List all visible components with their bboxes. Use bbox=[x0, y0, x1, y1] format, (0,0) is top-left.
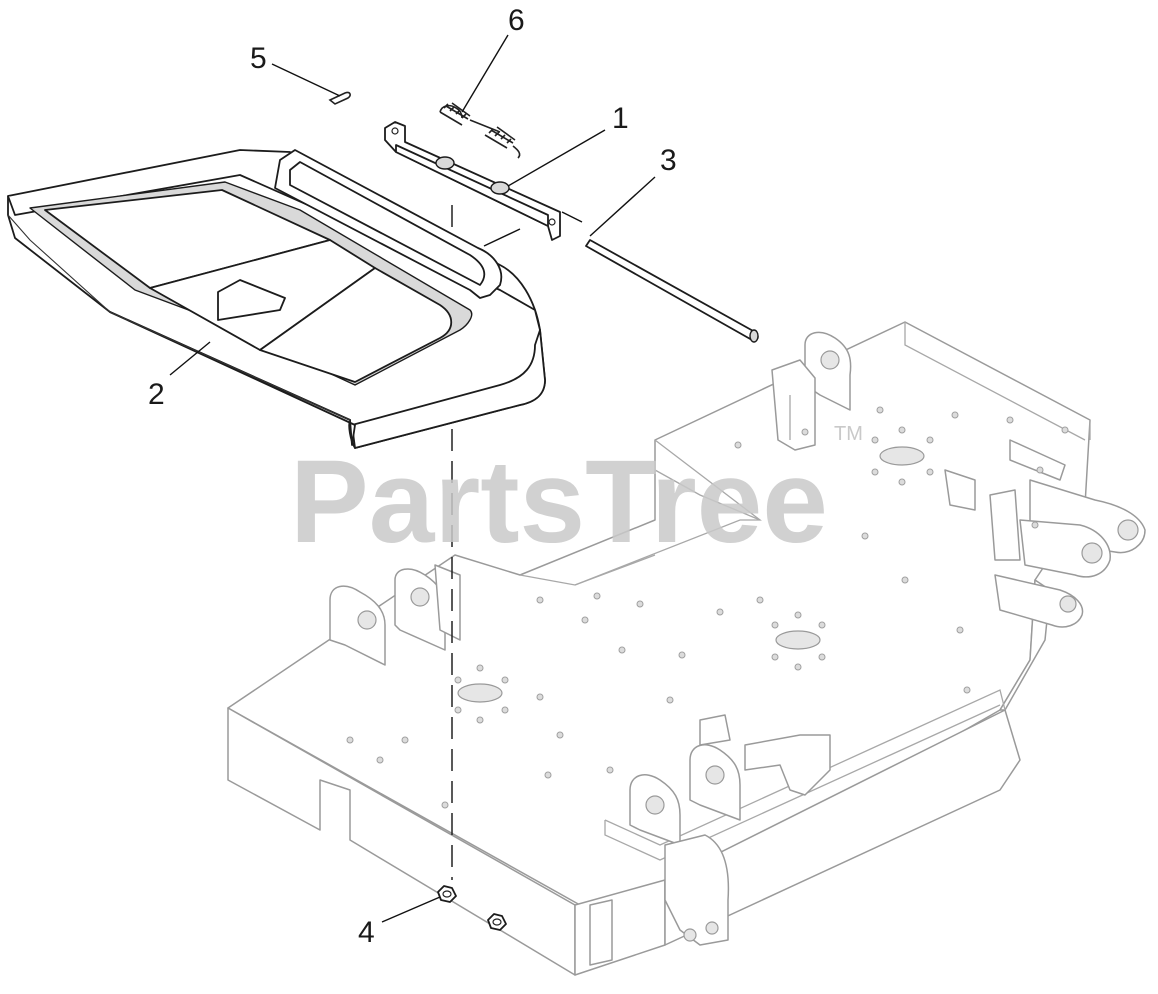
callout-1: 1 bbox=[612, 102, 629, 135]
leader-line-bracket-end bbox=[561, 211, 583, 223]
leader-line-3 bbox=[589, 176, 656, 237]
rod bbox=[585, 239, 759, 343]
leader-lines bbox=[169, 34, 656, 923]
leader-line-1b bbox=[483, 228, 521, 247]
cotter-pin bbox=[328, 91, 351, 105]
watermark-trademark: TM bbox=[834, 423, 863, 445]
callout-4: 4 bbox=[358, 916, 375, 949]
leader-line-6 bbox=[461, 34, 509, 113]
callout-3: 3 bbox=[660, 144, 677, 177]
callout-6: 6 bbox=[508, 4, 525, 37]
nut bbox=[437, 885, 507, 931]
watermark-text: PartsTree bbox=[290, 436, 828, 568]
leader-line-4 bbox=[381, 896, 441, 923]
callout-2: 2 bbox=[148, 378, 165, 411]
callout-labels: 1 2 3 4 5 6 bbox=[148, 4, 677, 949]
watermark: PartsTree TM bbox=[290, 423, 863, 568]
chute-deflector bbox=[7, 149, 546, 449]
leader-line-5 bbox=[271, 63, 341, 97]
mower-deck bbox=[227, 321, 1146, 976]
leader-line-2 bbox=[169, 341, 211, 376]
callout-5: 5 bbox=[250, 42, 267, 75]
leader-line-1 bbox=[507, 129, 606, 187]
bracket bbox=[384, 121, 561, 241]
spring bbox=[439, 102, 521, 159]
